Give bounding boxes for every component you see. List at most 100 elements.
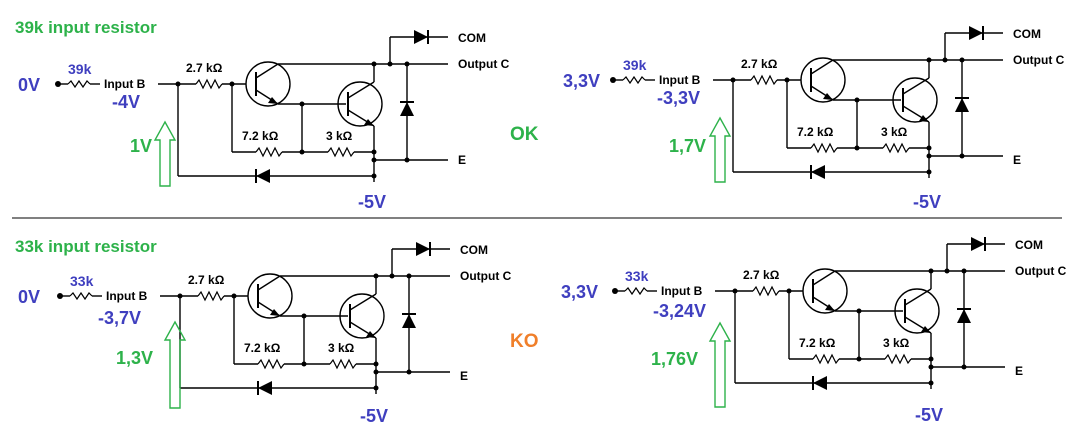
voltage-arrow [708,321,732,408]
r3-label: 3 kΩ [881,125,908,139]
input-resistor-value: 39k [623,57,647,73]
node-voltage: -3,7V [98,308,141,328]
emitter-label: E [460,369,468,383]
com-label: COM [1013,27,1041,41]
status-ko: KO [510,331,539,352]
junction [854,145,860,151]
transistor-q1 [247,273,293,319]
r2-label: 7.2 kΩ [242,129,279,143]
q2-collector [904,288,932,306]
junction [854,97,860,103]
q2-arrow [366,331,376,338]
junction [299,149,305,155]
emitter-label: E [1013,153,1021,167]
node-voltage: -3,3V [657,88,700,108]
q1-collector [255,63,279,79]
transistor-q2 [339,293,385,339]
com-label: COM [458,31,486,45]
resistor-7k2 [810,142,838,154]
q2-collector [349,293,377,311]
clamp-diode [957,309,971,323]
supply-voltage: -5V [915,405,943,425]
junction [371,61,377,67]
junction [299,101,305,107]
com-diode [971,237,985,251]
q1-arrow [823,93,833,100]
junction [301,313,307,319]
return-diode [811,165,825,179]
supply-voltage: -5V [360,406,388,426]
resistor-2k7 [750,74,778,86]
junction [856,356,862,362]
output-label: Output C [460,269,512,283]
junction [373,273,379,279]
transistor-q1 [245,61,291,107]
resistor-3k [882,142,910,154]
junction [404,157,410,163]
q2-arrow [919,115,929,122]
r1-label: 2.7 kΩ [741,57,778,71]
base-voltage: 1,3V [116,348,153,368]
input-resistor [622,75,646,85]
return-diode [256,169,270,183]
section-title-33k: 33k input resistor [15,237,157,256]
node-voltage: -3,24V [653,301,706,321]
clamp-diode [402,314,416,328]
r3-label: 3 kΩ [883,336,910,350]
return-diode [813,376,827,390]
emitter-label: E [458,153,466,167]
transistor-q2 [894,288,940,334]
input-label: Input B [106,289,148,303]
junction [928,380,934,386]
input-voltage: 0V [18,287,40,307]
input-resistor [624,286,648,296]
voltage-arrow [163,320,187,409]
clamp-diode [400,102,414,116]
output-label: Output C [1015,264,1067,278]
junction [371,149,377,155]
q1-collector [810,59,834,75]
input-label: Input B [104,77,146,91]
input-resistor-value: 33k [70,273,94,289]
voltage-arrow [708,116,732,183]
q2-arrow [364,119,374,126]
r2-label: 7.2 kΩ [799,336,836,350]
r2-label: 7.2 kΩ [244,341,281,355]
input-voltage: 0V [18,75,40,95]
node-voltage: -4V [112,92,140,112]
status-ok: OK [510,124,539,145]
r1-label: 2.7 kΩ [188,273,225,287]
r2-label: 7.2 kΩ [797,125,834,139]
junction [926,169,932,175]
input-resistor-value: 33k [625,268,649,284]
q2-collector [902,77,930,95]
junction [373,385,379,391]
q1-collector [812,270,836,286]
input-resistor-value: 39k [68,61,92,77]
circuit-33k-3v3: 3,3V 33k Input B -3,24V 1,76V 2.7 kΩ 7.2… [561,237,1067,425]
q2-arrow [921,326,931,333]
base-voltage: 1,7V [669,136,706,156]
return-diode [258,381,272,395]
voltage-arrow [153,120,177,187]
junction [373,361,379,367]
q2-collector [347,81,375,99]
transistor-q1 [802,268,848,314]
r1-label: 2.7 kΩ [743,268,780,282]
emitter-label: E [1015,364,1023,378]
com-label: COM [460,243,488,257]
input-resistor [69,291,93,301]
input-voltage: 3,3V [563,71,600,91]
input-voltage: 3,3V [561,282,598,302]
junction [856,308,862,314]
junction [959,153,965,159]
resistor-3k [327,146,355,158]
supply-voltage: -5V [358,192,386,212]
base-voltage: 1V [130,136,152,156]
resistor-7k2 [257,358,285,370]
transistor-q1 [800,57,846,103]
com-diode [969,26,983,40]
junction [926,145,932,151]
resistor-2k7 [197,290,225,302]
